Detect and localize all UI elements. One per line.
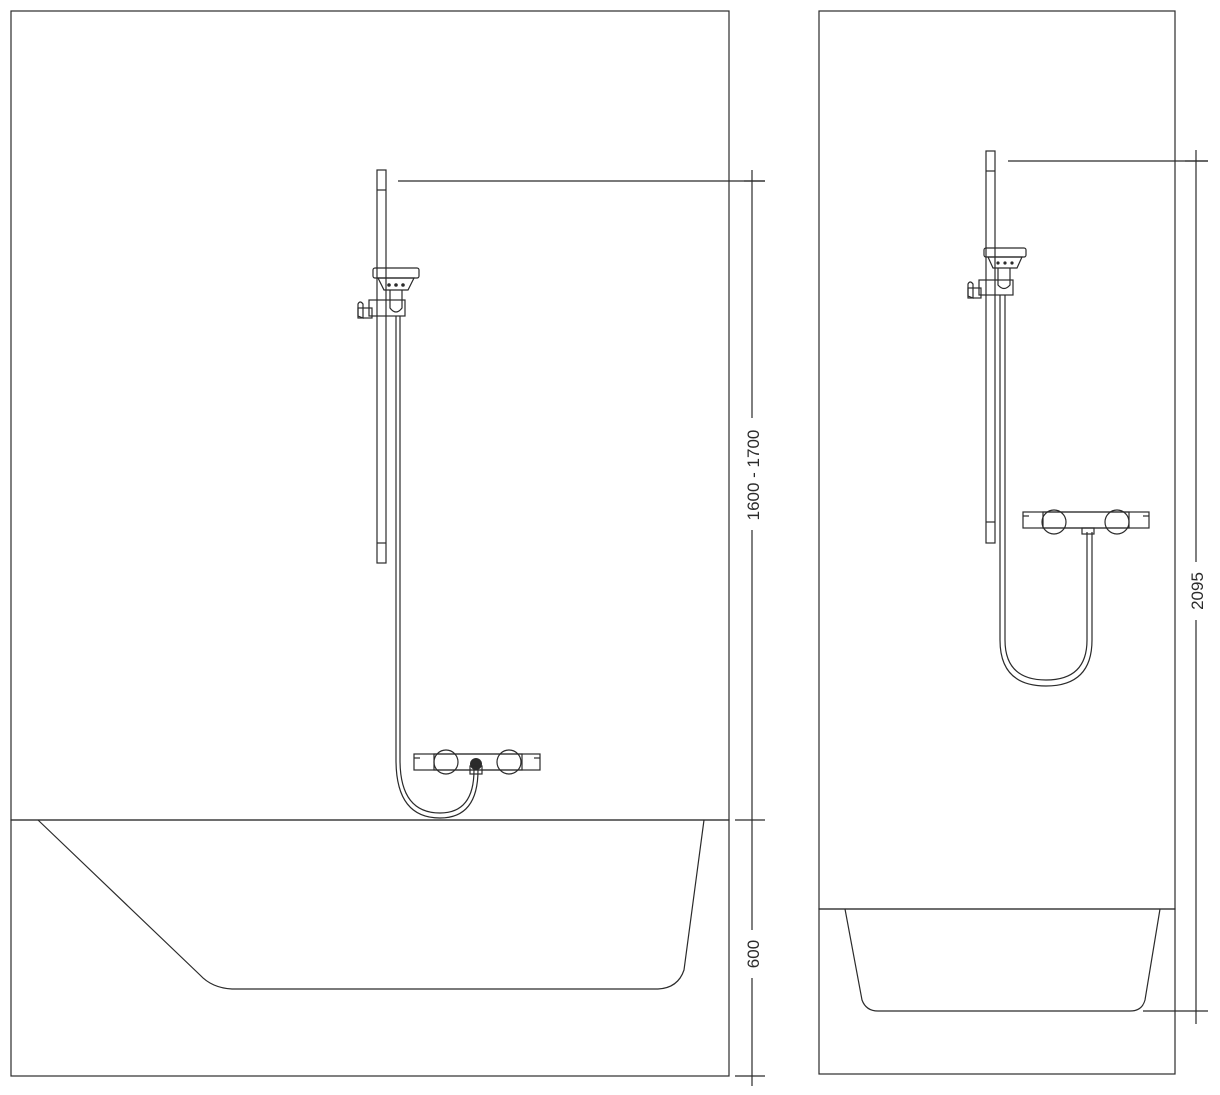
right-shower-tray xyxy=(844,908,1161,1012)
left-view: 1600 - 1700 600 xyxy=(10,10,765,1086)
left-dimension-lower-label: 600 xyxy=(744,940,763,968)
left-thermostat xyxy=(413,749,541,775)
right-thermostat xyxy=(1022,509,1150,535)
right-hand-shower xyxy=(967,247,1027,299)
left-dimension-upper-label: 1600 - 1700 xyxy=(744,430,763,521)
right-dimension-label: 2095 xyxy=(1188,572,1207,610)
right-view: 2095 xyxy=(818,10,1208,1075)
left-dimension xyxy=(735,170,765,1086)
left-shower-rail xyxy=(376,169,387,564)
left-hose xyxy=(395,316,479,819)
left-bathtub xyxy=(37,819,705,990)
left-wall xyxy=(10,10,730,821)
right-shower-rail xyxy=(985,150,996,544)
left-frame xyxy=(10,819,730,1077)
right-dimension xyxy=(1143,150,1208,1024)
right-frame xyxy=(818,908,1176,1075)
left-hand-shower xyxy=(357,267,420,319)
right-wall xyxy=(818,10,1176,910)
right-hose xyxy=(999,295,1093,687)
